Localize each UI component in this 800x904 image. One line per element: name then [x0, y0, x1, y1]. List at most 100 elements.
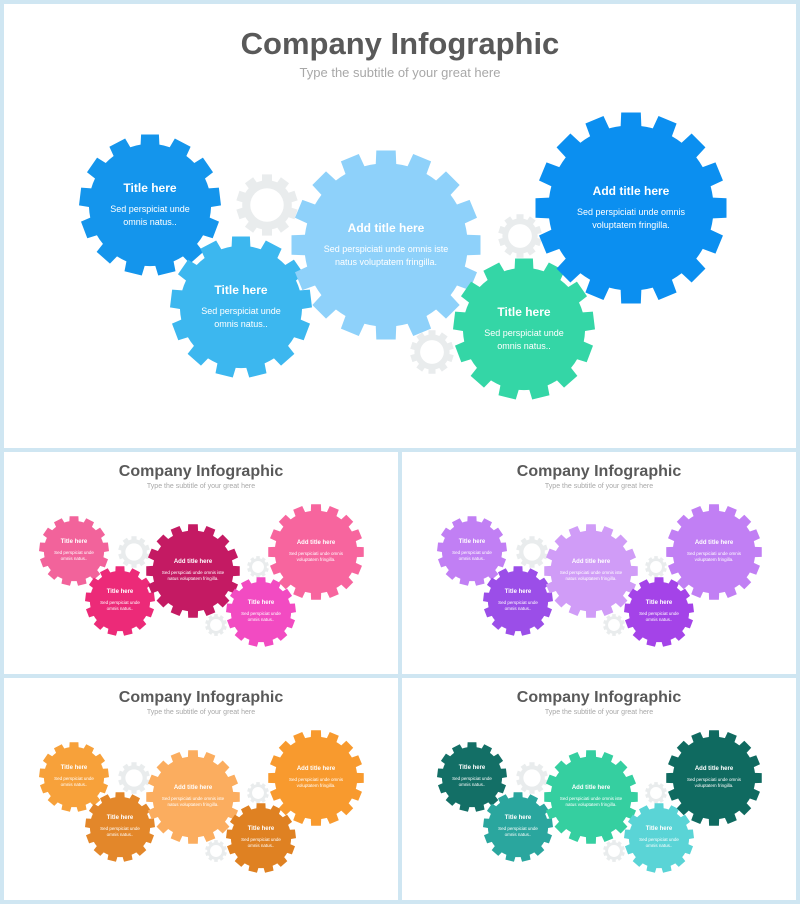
gear-desc: Sed perspiciat unde omnis natus.. [54, 775, 94, 788]
gear-title: Title here [497, 304, 551, 319]
gear-icon [236, 174, 298, 236]
slide-subtitle: Type the subtitle of your great here [544, 709, 654, 716]
gear-icon [205, 840, 227, 862]
gear-3: Add title here Sed perspiciati unde omni… [544, 750, 638, 844]
gear-shape-icon [535, 112, 727, 304]
gear-desc: Sed perspiciat unde omnis natus.. [110, 204, 190, 228]
gear-title: Title here [458, 765, 486, 772]
gear-1: Title here Sed perspiciat unde omnis nat… [39, 742, 109, 812]
gear-title: Title here [106, 815, 134, 822]
gear-title: Add title here [347, 220, 425, 235]
gear-icon [516, 536, 548, 568]
gear-1: Title here Sed perspiciat unde omnis nat… [39, 516, 109, 586]
gear-shape-icon [437, 742, 507, 812]
gear-3: Add title here Sed perspiciati unde omni… [146, 524, 240, 618]
slide-5: Company Infographic Type the subtitle of… [402, 678, 796, 900]
gear-desc: Sed perspiciat unde omnis natus.. [54, 549, 94, 562]
slide-title: Company Infographic [240, 26, 560, 61]
gear-desc: Sed perspiciati unde omnis voluptatem fr… [686, 776, 742, 789]
slide-2: Company Infographic Type the subtitle of… [4, 452, 398, 674]
gear-title: Add title here [694, 766, 734, 773]
slide-title: Company Infographic [118, 689, 284, 706]
gear-shape-icon [544, 750, 638, 844]
slide-4: Company Infographic Type the subtitle of… [4, 678, 398, 900]
decor-gear-icon [645, 782, 667, 804]
gear-desc: Sed perspiciat unde omnis natus.. [498, 825, 538, 838]
gear-desc: Sed perspiciat unde omnis natus.. [452, 775, 492, 788]
decor-gear-icon [236, 174, 298, 236]
gear-icon [205, 614, 227, 636]
gear-desc: Sed perspiciat unde omnis natus.. [639, 836, 679, 849]
gear-title: Add title here [173, 785, 213, 792]
gear-desc: Sed perspiciat unde omnis natus.. [100, 599, 140, 612]
gear-icon [516, 762, 548, 794]
gear-4: Title here Sed perspiciat unde omnis nat… [226, 803, 296, 873]
gear-title: Title here [60, 539, 88, 546]
decor-gear-icon [205, 614, 227, 636]
gear-icon [118, 536, 150, 568]
gear-icon [603, 840, 625, 862]
decor-gear-icon [498, 214, 542, 258]
gear-icon [118, 762, 150, 794]
gear-shape-icon [666, 730, 762, 826]
gear-shape-icon [85, 792, 155, 862]
decor-gear-icon [247, 556, 269, 578]
gear-title: Add title here [173, 559, 213, 566]
gear-desc: Sed perspiciati unde omnis iste natus vo… [559, 795, 623, 808]
gear-3: Add title here Sed perspiciati unde omni… [291, 150, 481, 340]
slide-subtitle: Type the subtitle of your great here [146, 709, 256, 716]
gear-desc: Sed perspiciat unde omnis natus.. [452, 549, 492, 562]
slide-subtitle: Type the subtitle of your great here [146, 483, 256, 490]
decor-gear-icon [645, 556, 667, 578]
decor-gear-icon [603, 614, 625, 636]
gear-icon [645, 782, 667, 804]
gear-shape-icon [39, 516, 109, 586]
gear-shape-icon [85, 566, 155, 636]
gear-shape-icon [226, 577, 296, 647]
slide-1: Company Infographic Type the subtitle of… [4, 4, 796, 448]
gear-5: Add title here Sed perspiciati unde omni… [268, 730, 364, 826]
gear-shape-icon [170, 236, 312, 378]
gear-1: Title here Sed perspiciat unde omnis nat… [79, 134, 221, 276]
gear-title: Title here [247, 600, 275, 607]
gear-desc: Sed perspiciati unde omnis voluptatem fr… [288, 776, 344, 789]
gear-1: Title here Sed perspiciat unde omnis nat… [437, 516, 507, 586]
gear-5: Add title here Sed perspiciati unde omni… [666, 504, 762, 600]
slide-subtitle: Type the subtitle of your great here [544, 483, 654, 490]
decor-gear-icon [118, 536, 150, 568]
gear-desc: Sed perspiciat unde omnis natus.. [241, 610, 281, 623]
gear-desc: Sed perspiciati unde omnis voluptatem fr… [686, 550, 742, 563]
slide-title: Company Infographic [516, 463, 682, 480]
gear-3: Add title here Sed perspiciati unde omni… [146, 750, 240, 844]
gear-shape-icon [291, 150, 481, 340]
gear-title: Title here [645, 600, 673, 607]
gear-shape-icon [483, 792, 553, 862]
gear-title: Title here [458, 539, 486, 546]
gear-desc: Sed perspiciati unde omnis iste natus vo… [323, 244, 449, 268]
slide-3: Company Infographic Type the subtitle of… [402, 452, 796, 674]
gear-5: Add title here Sed perspiciati unde omni… [268, 504, 364, 600]
gear-desc: Sed perspiciat unde omnis natus.. [639, 610, 679, 623]
gear-shape-icon [226, 803, 296, 873]
gear-title: Title here [645, 826, 673, 833]
gear-5: Add title here Sed perspiciati unde omni… [535, 112, 727, 304]
gear-desc: Sed perspiciat unde omnis natus.. [100, 825, 140, 838]
decor-gear-icon [247, 782, 269, 804]
gear-title: Add title here [571, 559, 611, 566]
gear-shape-icon [453, 258, 595, 400]
decor-gear-icon [516, 762, 548, 794]
gear-title: Add title here [571, 785, 611, 792]
gear-shape-icon [666, 504, 762, 600]
gear-title: Title here [247, 826, 275, 833]
gear-desc: Sed perspiciati unde omnis iste natus vo… [161, 569, 225, 582]
gear-2: Title here Sed perspiciat unde omnis nat… [170, 236, 312, 378]
gear-icon [247, 782, 269, 804]
gear-shape-icon [437, 516, 507, 586]
gear-shape-icon [268, 730, 364, 826]
decor-gear-icon [205, 840, 227, 862]
decor-gear-icon [516, 536, 548, 568]
gear-4: Title here Sed perspiciat unde omnis nat… [624, 577, 694, 647]
gear-shape-icon [544, 524, 638, 618]
gear-shape-icon [39, 742, 109, 812]
gear-desc: Sed perspiciati unde omnis iste natus vo… [559, 569, 623, 582]
